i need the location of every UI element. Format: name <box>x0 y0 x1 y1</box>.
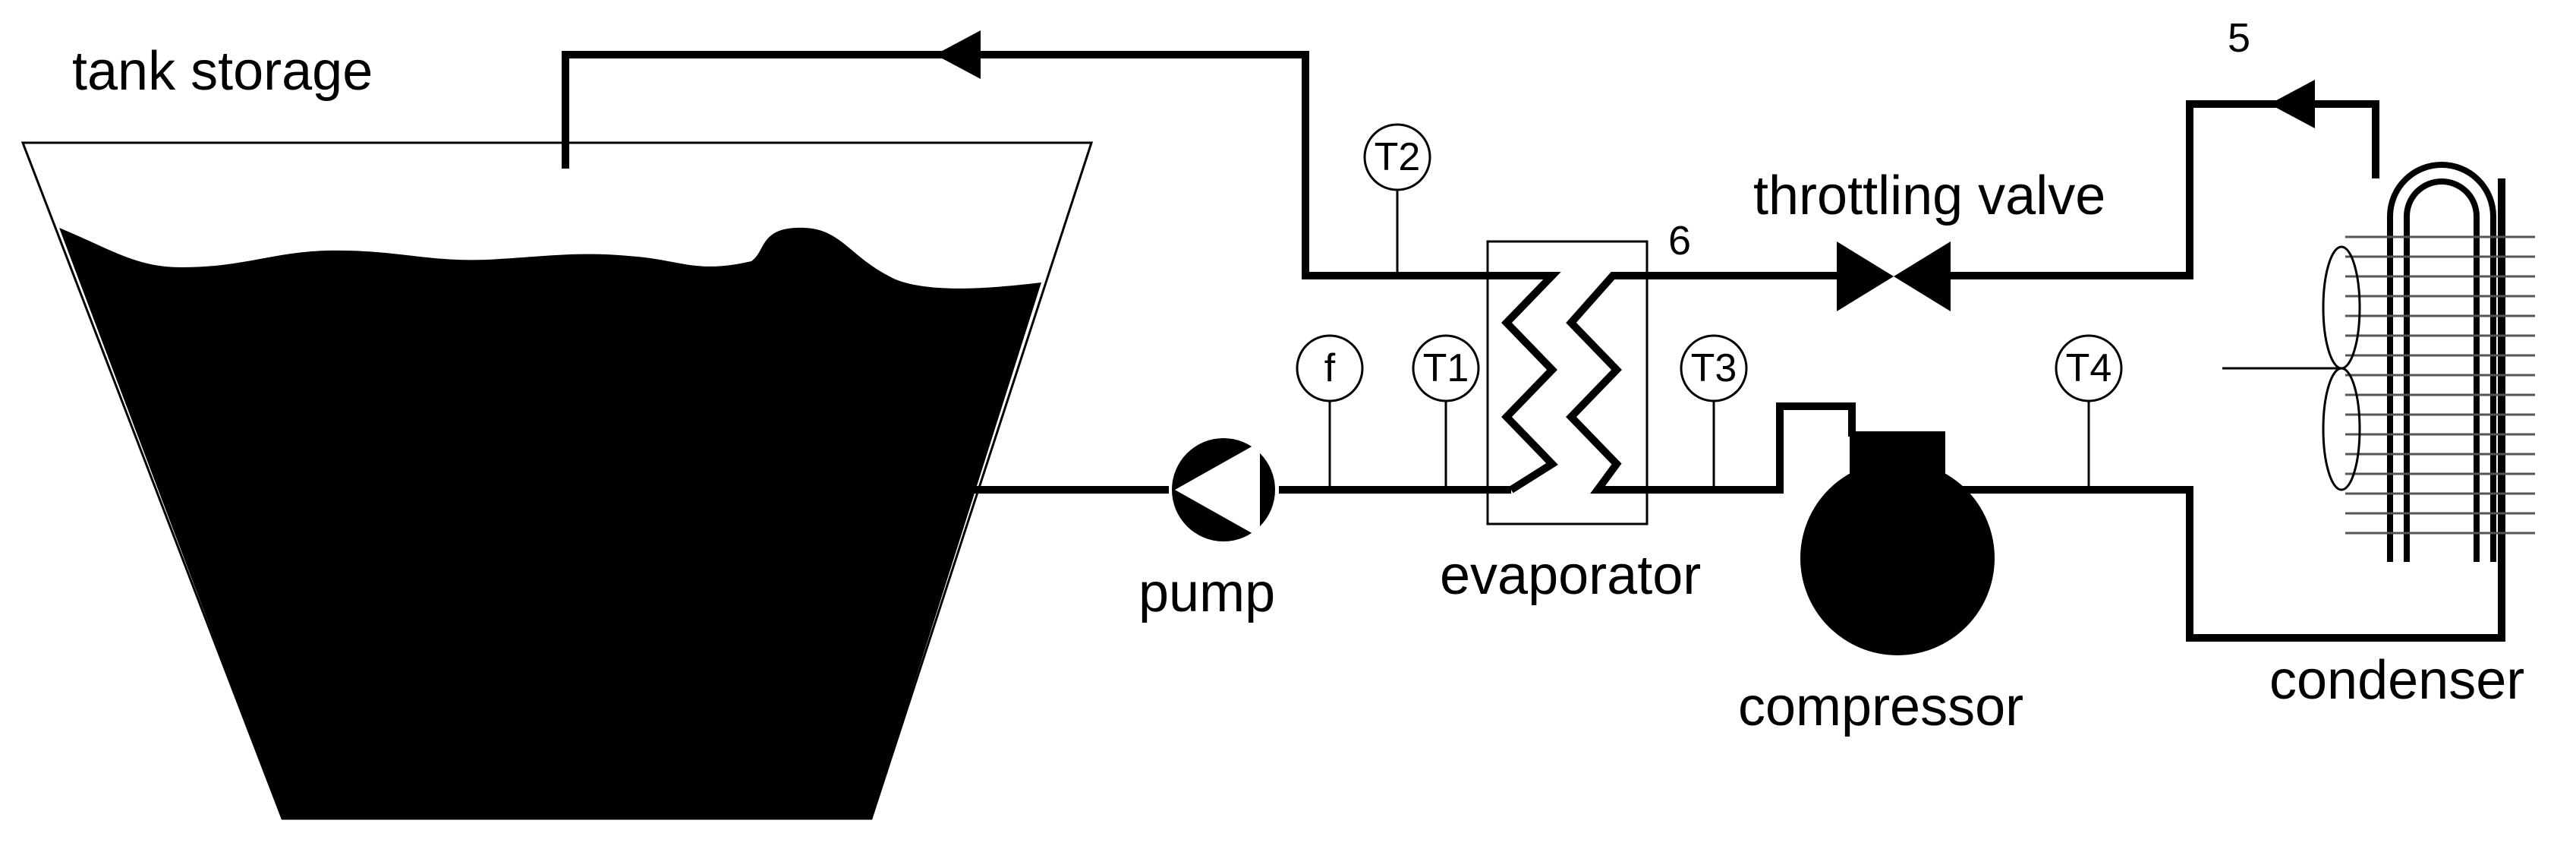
evaporator-box <box>1486 240 1649 525</box>
gauge-t1-label: T1 <box>1423 346 1469 390</box>
gauge-t2-circle <box>1363 123 1431 191</box>
gauge-t2-label: T2 <box>1375 135 1421 179</box>
return-pipe <box>562 30 1511 279</box>
evaporator: evaporator <box>1440 240 1701 606</box>
valve-to-condenser-line <box>1943 100 2379 279</box>
gauge-f: f <box>1296 334 1364 490</box>
gauge-f-label: f <box>1324 346 1336 390</box>
tank-water <box>59 227 1041 819</box>
condenser-fins <box>2345 235 2535 535</box>
refrigerant-circuit <box>1628 80 2505 642</box>
gauge-t3-label: T3 <box>1691 346 1737 390</box>
evaporator-coil-refrigerant <box>1566 272 1628 494</box>
valve-right-triangle <box>1894 241 1951 311</box>
point-6-label: 6 <box>1668 218 1691 263</box>
refrigerant-flow-arrow <box>2269 80 2315 128</box>
pump-triangle <box>1175 442 1260 538</box>
throttling-valve: throttling valve <box>1753 166 2105 311</box>
gauge-t3-circle <box>1680 334 1748 402</box>
gauge-t4-circle <box>2055 334 2123 402</box>
valve-left-triangle <box>1837 241 1894 311</box>
compressor: compressor <box>1738 431 2023 737</box>
condenser-fan-icon <box>2222 245 2361 491</box>
gauge-t4-label: T4 <box>2066 346 2112 390</box>
gauge-f-circle <box>1296 334 1364 402</box>
condenser-label: condenser <box>2269 650 2524 711</box>
compressor-body <box>1800 461 1995 655</box>
return-pipe-line <box>562 51 1511 279</box>
fan-blade-top <box>2322 245 2361 370</box>
evap-to-compressor-line <box>1628 402 1856 494</box>
condenser: condenser <box>2222 162 2535 711</box>
return-flow-arrow <box>935 30 981 79</box>
gauge-t4: T4 <box>2055 334 2123 490</box>
point-5-label: 5 <box>2228 15 2250 61</box>
tank-label: tank storage <box>72 41 373 102</box>
condenser-tube-inner <box>2393 168 2490 562</box>
gauge-t1-circle <box>1412 334 1480 402</box>
pump-label: pump <box>1138 563 1275 623</box>
compressor-label: compressor <box>1738 677 2023 737</box>
gauge-t2: T2 <box>1363 123 1431 276</box>
evaporator-coil-water <box>1501 272 1561 494</box>
valve-label: throttling valve <box>1753 166 2105 226</box>
storage-tank: tank storage <box>20 41 1094 820</box>
gauge-t1: T1 <box>1412 334 1480 490</box>
compressor-to-condenser-line <box>1958 178 2505 642</box>
evaporator-label: evaporator <box>1440 545 1701 606</box>
gauge-t3: T3 <box>1680 334 1748 490</box>
condenser-tube-outer <box>2387 162 2496 562</box>
fan-blade-bottom <box>2322 367 2361 491</box>
pump: pump <box>1138 438 1275 623</box>
